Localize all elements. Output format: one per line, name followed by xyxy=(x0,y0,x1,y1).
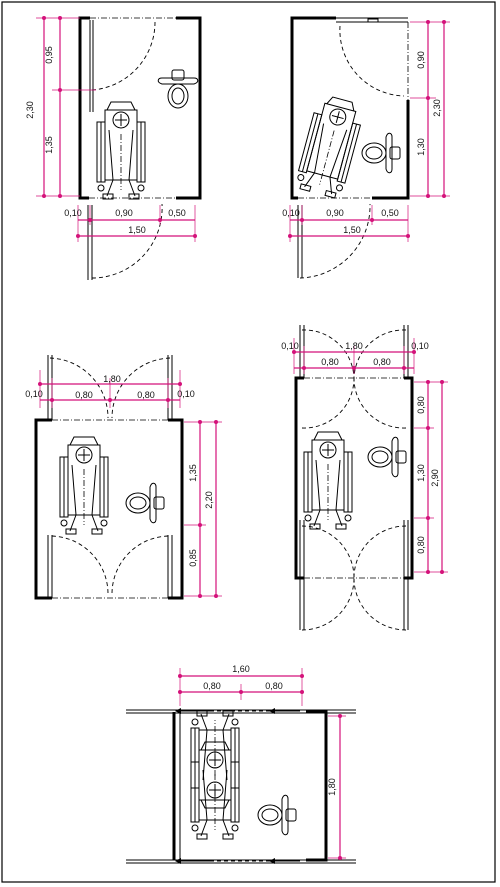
dim-text: 0,80 xyxy=(416,396,426,414)
dim-text: 1,35 xyxy=(44,136,54,154)
plan-1-walls xyxy=(78,16,90,200)
dim-text: 1,80 xyxy=(327,778,337,796)
dim-text: 1,80 xyxy=(345,341,363,351)
dim-text: 0,10 xyxy=(281,341,299,351)
dim-text: 0,90 xyxy=(326,208,344,218)
dim-text: 0,80 xyxy=(75,390,93,400)
dim-text: 0,10 xyxy=(411,341,429,351)
toilet-icon xyxy=(257,794,297,836)
dim-text: 0,10 xyxy=(177,389,195,399)
plan-5-group: 1,60 0,80 0,80 1,80 xyxy=(126,664,356,864)
dim-text: 2,90 xyxy=(430,469,440,487)
dim-text: 1,60 xyxy=(232,664,250,674)
dim-text: 0,85 xyxy=(188,549,198,567)
toilet-icon xyxy=(157,69,199,109)
dim-text: 0,10 xyxy=(282,208,300,218)
wheelchair-icon xyxy=(293,92,367,201)
dim-text: 1,35 xyxy=(188,464,198,482)
toilet-icon xyxy=(361,132,401,174)
dim-text: 0,95 xyxy=(44,46,54,64)
plan-1-group: 2,30 0,95 1,35 0,10 0,90 0,50 1,50 xyxy=(25,16,202,280)
dim-text: 2,30 xyxy=(25,101,35,119)
toilet-icon xyxy=(125,482,165,524)
dim-text: 0,80 xyxy=(416,536,426,554)
dim-text: 0,80 xyxy=(203,681,221,691)
plan-3-group: 1,80 0,10 0,80 0,80 0,10 1,35 0,85 2,20 xyxy=(25,355,222,600)
dim-text: 1,30 xyxy=(416,138,426,156)
dim-text: 0,50 xyxy=(381,208,399,218)
dim-text: 0,80 xyxy=(265,681,283,691)
dim-text: 0,80 xyxy=(137,390,155,400)
wheelchair-icon xyxy=(59,436,109,535)
dim-text: 0,90 xyxy=(416,51,426,69)
dim-text: 0,90 xyxy=(115,208,133,218)
wheelchair-icon xyxy=(96,101,146,200)
dim-text: 0,80 xyxy=(321,357,339,367)
dim-text: 1,50 xyxy=(343,225,361,235)
dim-text: 0,10 xyxy=(25,389,43,399)
dim-text: 0,80 xyxy=(373,357,391,367)
dim-text: 2,30 xyxy=(432,99,442,117)
dim-text: 0,50 xyxy=(168,208,186,218)
wheelchair-icon xyxy=(190,741,240,840)
dim-text: 1,50 xyxy=(128,225,146,235)
dim-text: 0,10 xyxy=(64,208,82,218)
toilet-icon xyxy=(367,436,407,478)
wheelchair-icon xyxy=(303,431,353,530)
plan-2-group: 0,90 1,30 2,30 0,10 0,90 0,50 1,50 xyxy=(282,16,450,279)
dim-text: 1,30 xyxy=(416,464,426,482)
dim-text: 2,20 xyxy=(204,491,214,509)
plan-4-group: 1,80 0,10 0,80 0,80 0,10 0,80 1,30 0,80 … xyxy=(281,325,448,631)
dim-text: 1,80 xyxy=(103,374,121,384)
